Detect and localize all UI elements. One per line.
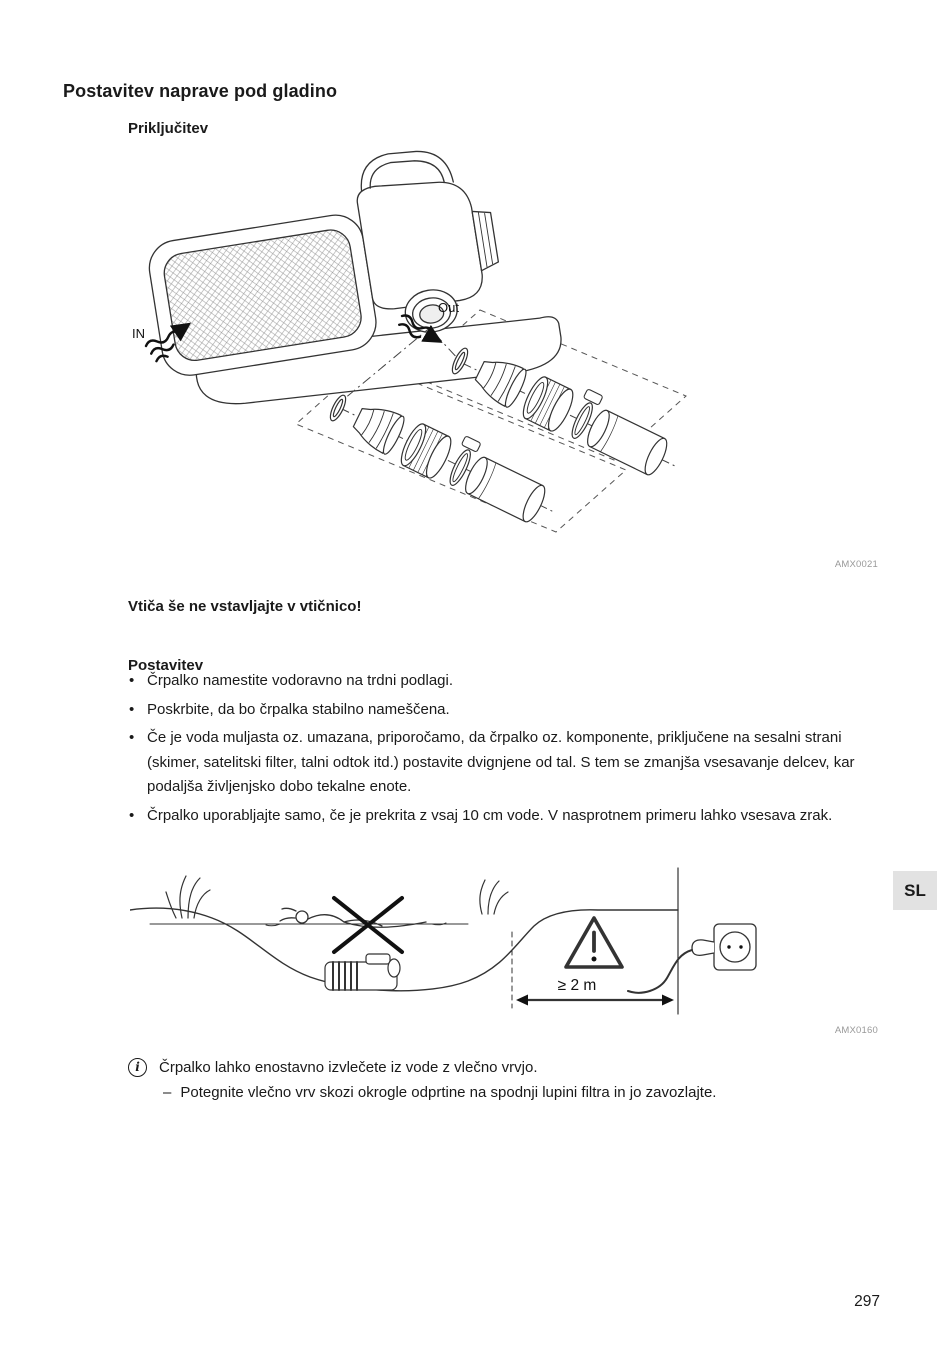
- flow-arrows: [144, 314, 443, 363]
- note-body: Črpalko lahko enostavno izvlečete iz vod…: [159, 1056, 716, 1105]
- plug-warning-text: Vtiča še ne vstavljajte v vtičnico!: [128, 598, 362, 615]
- placement-bullet-list: Črpalko namestite vodoravno na trdni pod…: [128, 669, 865, 832]
- figure-pond-placement: ≥ 2 m AMX0160: [130, 860, 878, 1036]
- in-flow-arrow-icon: [144, 322, 192, 363]
- page-title: Postavitev naprave pod gladino: [63, 81, 338, 102]
- warning-triangle-icon: [564, 916, 624, 969]
- note-dash-marker: –: [163, 1083, 172, 1101]
- distance-dimension-arrow: [516, 994, 674, 1006]
- out-flow-arrow-icon: [398, 314, 443, 343]
- hose-fitting-set-in: [322, 377, 555, 528]
- power-cable: [627, 949, 693, 994]
- language-tab: SL: [893, 871, 937, 910]
- motor-housing: [356, 181, 483, 310]
- figure-pump-connection: IN Out AMX0021: [130, 146, 878, 570]
- plug-icon: [691, 939, 715, 956]
- note-block: i Črpalko lahko enostavno izvlečete iz v…: [128, 1056, 900, 1105]
- bullet-item: Črpalko namestite vodoravno na trdni pod…: [128, 669, 865, 694]
- out-label: Out: [438, 300, 459, 315]
- note-text: Črpalko lahko enostavno izvlečete iz vod…: [159, 1059, 538, 1076]
- page-number: 297: [854, 1293, 880, 1310]
- figure-code-amx0021: AMX0021: [834, 559, 878, 570]
- power-outlet-icon: [627, 923, 757, 994]
- figure-code-amx0160: AMX0160: [834, 1025, 878, 1036]
- distance-label: ≥ 2 m: [558, 977, 597, 994]
- note-subitem: Potegnite vlečno vrv skozi okrogle odprt…: [180, 1083, 717, 1101]
- pond-illustration: ≥ 2 m: [130, 867, 757, 1015]
- info-icon: i: [128, 1058, 147, 1077]
- carry-handle: [360, 150, 454, 192]
- grass-tuft: [165, 875, 509, 919]
- pump-connection-illustration: IN Out: [132, 150, 687, 533]
- bullet-item: Poskrbite, da bo črpalka stabilno namešč…: [128, 698, 865, 723]
- no-swim-x-mark: [332, 896, 404, 954]
- bullet-item: Črpalko uporabljajte samo, če je prekrit…: [128, 804, 865, 829]
- section-heading-connection: Priključitev: [128, 120, 209, 138]
- bullet-item: Če je voda muljasta oz. umazana, priporo…: [128, 726, 865, 800]
- pump-in-pond: [324, 953, 401, 991]
- in-label: IN: [132, 326, 145, 341]
- pump-body: [148, 150, 562, 405]
